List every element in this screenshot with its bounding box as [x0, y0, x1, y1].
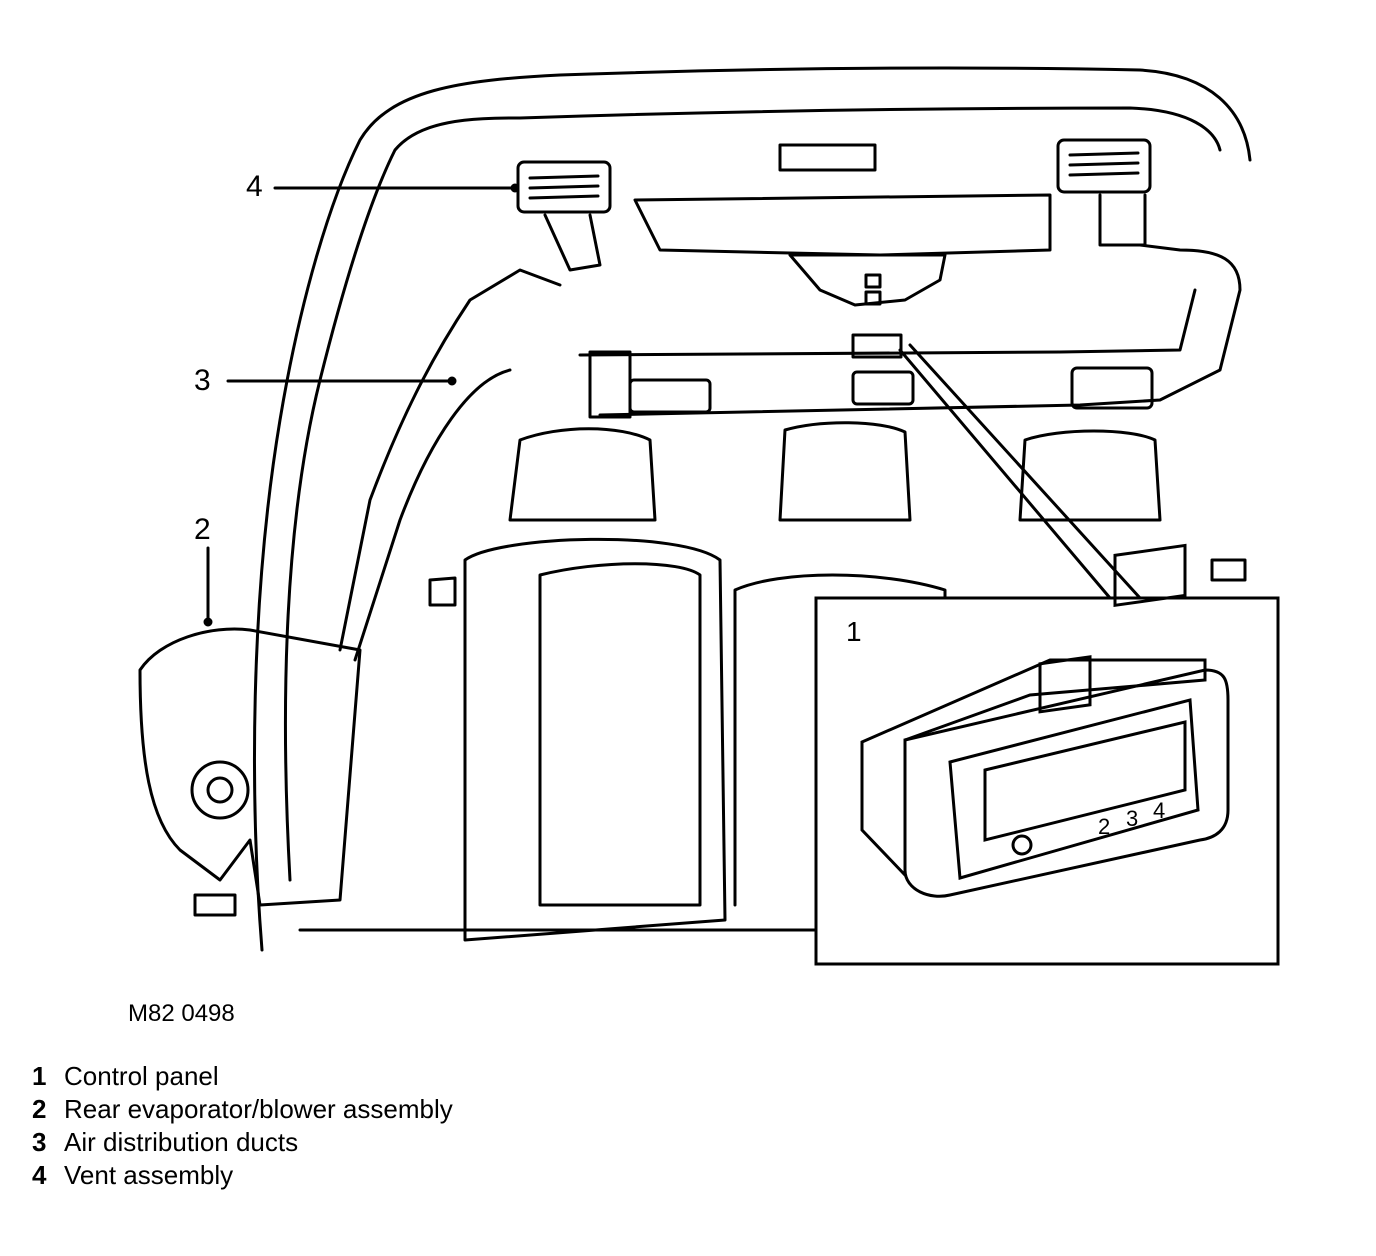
control-panel-console — [788, 253, 947, 307]
seat-back-left-inner — [538, 562, 702, 907]
legend-text: Air distribution ducts — [64, 1127, 299, 1157]
duct-upper-right — [1098, 193, 1147, 247]
vent-lower-right — [1070, 366, 1154, 410]
blower-connector — [193, 893, 237, 917]
legend-number: 4 — [32, 1160, 47, 1190]
vent-lower-left — [628, 378, 712, 414]
duct-horizontal-bottom — [598, 243, 1242, 417]
duct-vertical-inner — [353, 368, 512, 662]
headrest-left — [508, 427, 657, 522]
callout-4: 4 — [246, 170, 263, 203]
headrest-center — [778, 421, 912, 522]
blower-housing — [138, 627, 362, 907]
diagram-drawing: 2 3 4 — [138, 66, 1280, 966]
duct-upper-left — [543, 213, 602, 272]
legend-number: 2 — [32, 1094, 47, 1124]
callout-3: 3 — [194, 364, 211, 397]
vent-lower-center — [851, 370, 915, 406]
roof-inner — [283, 106, 1222, 882]
headliner-panel — [633, 193, 1052, 257]
legend-item: 4 Vent assembly — [32, 1159, 453, 1192]
legend-number: 3 — [32, 1127, 47, 1157]
inset-leader-2 — [908, 343, 1142, 600]
legend-text: Control panel — [64, 1061, 219, 1091]
switch-label-2: 2 — [1098, 814, 1110, 839]
switch-label-3: 3 — [1126, 806, 1138, 831]
switch-label-4: 4 — [1153, 798, 1165, 823]
dome-light — [778, 143, 877, 172]
legend-text: Vent assembly — [64, 1160, 234, 1190]
seat-back-right — [733, 573, 947, 907]
callout-2: 2 — [194, 513, 211, 546]
roof-outline — [253, 66, 1252, 952]
inset-callout-1: 1 — [846, 616, 862, 647]
headrest-right — [1018, 429, 1162, 522]
seat-back-left — [463, 537, 727, 942]
control-panel-location — [851, 333, 903, 359]
legend: 1 Control panel 2 Rear evaporator/blower… — [32, 1060, 453, 1192]
legend-item: 2 Rear evaporator/blower assembly — [32, 1093, 453, 1126]
duct-vertical-outer — [338, 268, 562, 652]
vent-upper-right — [1056, 138, 1152, 194]
mode-switch — [1113, 543, 1187, 608]
figure-id: M82 0498 — [128, 1000, 235, 1027]
inset-frame — [814, 596, 1280, 966]
fan-slider — [1038, 655, 1092, 714]
panel-bezel-outer — [903, 668, 1230, 898]
legend-text: Rear evaporator/blower assembly — [64, 1094, 453, 1124]
blower-fan — [190, 760, 250, 820]
legend-number: 1 — [32, 1061, 47, 1091]
vehicle-interior-diagram: 2 3 4 4 3 2 1 — [138, 66, 1280, 966]
panel-slot — [983, 720, 1187, 842]
legend-item: 1 Control panel — [32, 1060, 453, 1093]
panel-body — [860, 658, 1207, 879]
duct-coupling-left — [588, 350, 632, 419]
duct-horizontal-top — [578, 288, 1197, 357]
side-vent-right — [1210, 558, 1247, 582]
panel-bezel-inner — [948, 698, 1200, 880]
side-vent-left — [428, 576, 457, 607]
fan-icon — [1011, 834, 1033, 856]
inset-leader-1 — [898, 348, 1112, 600]
legend-item: 3 Air distribution ducts — [32, 1126, 453, 1159]
